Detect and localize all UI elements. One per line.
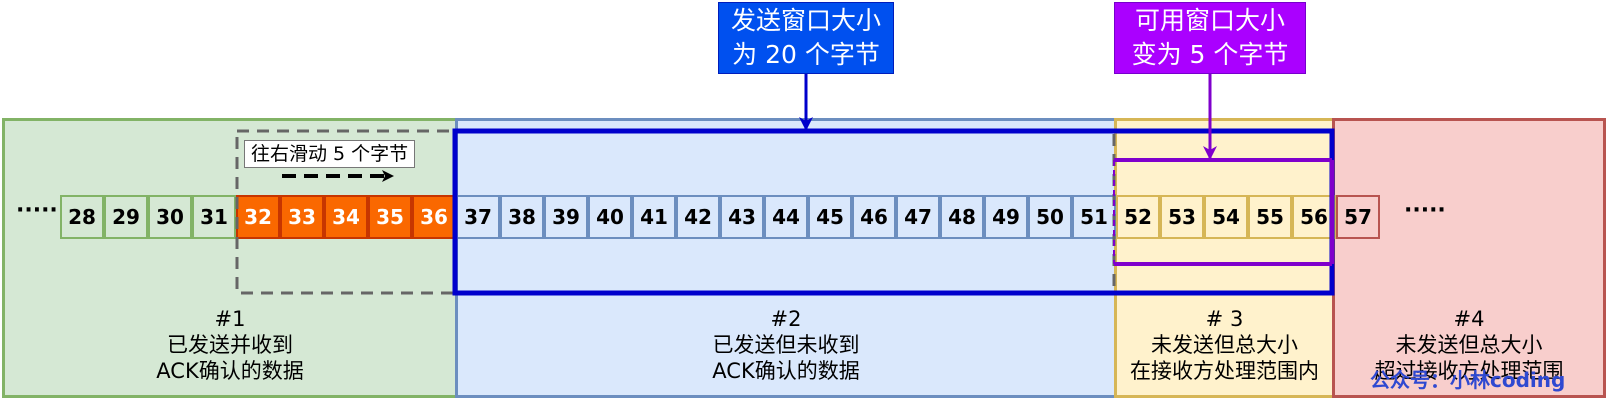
- byte-cell-36: 36: [412, 195, 456, 239]
- byte-cell-29: 29: [104, 195, 148, 239]
- ellipsis-left: ·····: [16, 198, 58, 223]
- byte-cell-32: 32: [236, 195, 280, 239]
- ellipsis-right: ·····: [1404, 198, 1446, 223]
- byte-cell-54: 54: [1204, 195, 1248, 239]
- byte-cell-46: 46: [852, 195, 896, 239]
- byte-cell-52: 52: [1116, 195, 1160, 239]
- byte-cell-44: 44: [764, 195, 808, 239]
- byte-cell-39: 39: [544, 195, 588, 239]
- region-sent-unacked-label: #2 已发送但未收到 ACK确认的数据: [712, 307, 860, 383]
- send-window: [452, 128, 1335, 296]
- byte-cell-41: 41: [632, 195, 676, 239]
- byte-cell-31: 31: [192, 195, 236, 239]
- byte-cell-33: 33: [280, 195, 324, 239]
- byte-cell-37: 37: [456, 195, 500, 239]
- byte-cell-35: 35: [368, 195, 412, 239]
- slide-label: 往右滑动 5 个字节: [244, 140, 416, 168]
- watermark: 公众号：小林coding: [1370, 368, 1566, 392]
- byte-cell-28: 28: [60, 195, 104, 239]
- byte-cell-47: 47: [896, 195, 940, 239]
- byte-cell-38: 38: [500, 195, 544, 239]
- byte-cell-56: 56: [1292, 195, 1336, 239]
- region-acked-label: #1 已发送并收到 ACK确认的数据: [156, 307, 304, 383]
- send-window-callout: 发送窗口大小 为 20 个字节: [718, 2, 894, 74]
- region-sent-unacked: [455, 118, 1117, 398]
- byte-cell-51: 51: [1072, 195, 1116, 239]
- byte-cell-34: 34: [324, 195, 368, 239]
- byte-cell-50: 50: [1028, 195, 1072, 239]
- byte-cell-49: 49: [984, 195, 1028, 239]
- byte-cell-53: 53: [1160, 195, 1204, 239]
- usable-window-callout: 可用窗口大小 变为 5 个字节: [1114, 2, 1306, 74]
- byte-cell-57: 57: [1336, 195, 1380, 239]
- byte-cell-42: 42: [676, 195, 720, 239]
- byte-cell-45: 45: [808, 195, 852, 239]
- byte-cell-48: 48: [940, 195, 984, 239]
- byte-cell-43: 43: [720, 195, 764, 239]
- byte-cell-40: 40: [588, 195, 632, 239]
- region-beyond: [1332, 118, 1606, 398]
- byte-cell-30: 30: [148, 195, 192, 239]
- region-beyond-label: #4 未发送但总大小 超过接收方处理范围: [1374, 307, 1564, 383]
- byte-cell-55: 55: [1248, 195, 1292, 239]
- region-usable-label: # 3 未发送但总大小 在接收方处理范围内: [1130, 307, 1319, 383]
